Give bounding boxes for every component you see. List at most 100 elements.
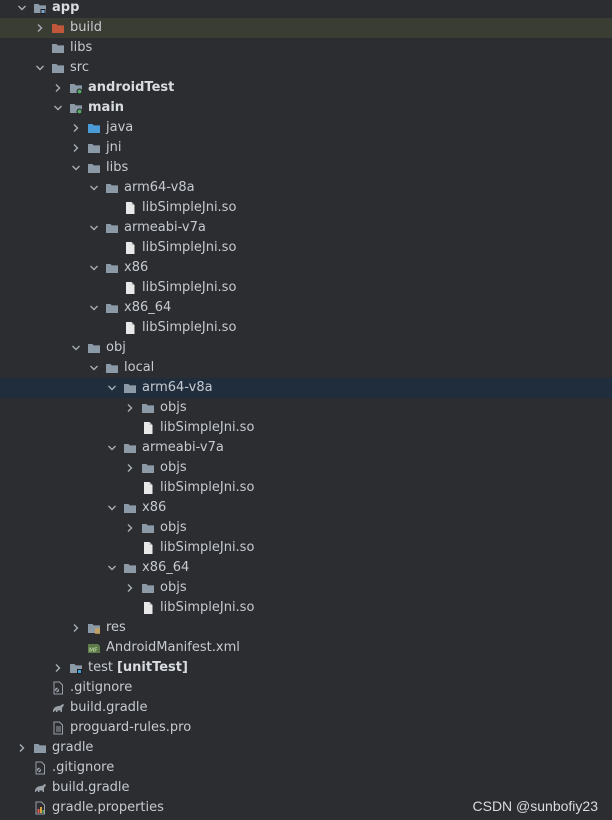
watermark: CSDN @sunbofiy23: [472, 798, 599, 814]
expand-arrow[interactable]: [122, 578, 138, 598]
chevron-down-icon: [72, 345, 80, 351]
file-icon: [140, 540, 156, 556]
tree-row[interactable]: proguard-rules.pro: [0, 718, 612, 738]
tree-row-label: libSimpleJni.so: [160, 480, 255, 495]
collapse-arrow[interactable]: [32, 58, 48, 78]
folder-icon: [122, 380, 138, 396]
folder-icon: [140, 460, 156, 476]
collapse-arrow[interactable]: [68, 338, 84, 358]
collapse-arrow[interactable]: [86, 218, 102, 238]
tree-row[interactable]: x86: [0, 258, 612, 278]
tree-row[interactable]: x86_64: [0, 558, 612, 578]
expand-arrow[interactable]: [68, 138, 84, 158]
folder-icon: [104, 260, 120, 276]
tree-row[interactable]: libs: [0, 158, 612, 178]
source-folder-icon: [86, 120, 102, 136]
tree-row[interactable]: arm64-v8a: [0, 178, 612, 198]
tree-row-label: res: [106, 620, 126, 635]
tree-row[interactable]: src: [0, 58, 612, 78]
chevron-down-icon: [108, 385, 116, 391]
source-set-folder-icon: [68, 80, 84, 96]
expand-arrow[interactable]: [68, 618, 84, 638]
expand-arrow[interactable]: [122, 398, 138, 418]
tree-row[interactable]: x86_64: [0, 298, 612, 318]
tree-row-label: libSimpleJni.so: [160, 540, 255, 555]
expand-arrow[interactable]: [32, 18, 48, 38]
folder-icon: [50, 40, 66, 56]
tree-row[interactable]: libSimpleJni.so: [0, 198, 612, 218]
folder-icon: [86, 160, 102, 176]
tree-row[interactable]: .gitignore: [0, 758, 612, 778]
gitignore-file-icon: [32, 760, 48, 776]
tree-row[interactable]: objs: [0, 578, 612, 598]
chevron-down-icon: [90, 185, 98, 191]
collapse-arrow[interactable]: [86, 178, 102, 198]
folder-icon: [140, 580, 156, 596]
expand-arrow[interactable]: [50, 78, 66, 98]
tree-row[interactable]: x86: [0, 498, 612, 518]
tree-row[interactable]: libSimpleJni.so: [0, 598, 612, 618]
chevron-down-icon: [90, 225, 98, 231]
collapse-arrow[interactable]: [50, 98, 66, 118]
expand-arrow[interactable]: [122, 458, 138, 478]
tree-row[interactable]: objs: [0, 458, 612, 478]
tree-row[interactable]: gradle: [0, 738, 612, 758]
tree-row[interactable]: obj: [0, 338, 612, 358]
tree-row[interactable]: arm64-v8a: [0, 378, 612, 398]
tree-row[interactable]: libSimpleJni.so: [0, 538, 612, 558]
tree-row[interactable]: res: [0, 618, 612, 638]
tree-row[interactable]: armeabi-v7a: [0, 218, 612, 238]
tree-row[interactable]: objs: [0, 518, 612, 538]
tree-row[interactable]: build.gradle: [0, 698, 612, 718]
collapse-arrow[interactable]: [86, 258, 102, 278]
tree-row-label: x86_64: [142, 560, 190, 575]
tree-row-label: AndroidManifest.xml: [106, 640, 240, 655]
tree-row-label: objs: [160, 400, 187, 415]
tree-row[interactable]: gradle.properties: [0, 798, 612, 818]
folder-icon: [86, 340, 102, 356]
expand-arrow[interactable]: [50, 658, 66, 678]
tree-row[interactable]: androidTest: [0, 78, 612, 98]
tree-row[interactable]: test[unitTest]: [0, 658, 612, 678]
tree-row[interactable]: local: [0, 358, 612, 378]
expand-arrow[interactable]: [122, 518, 138, 538]
collapse-arrow[interactable]: [104, 378, 120, 398]
collapse-arrow[interactable]: [86, 358, 102, 378]
tree-row-label: x86: [124, 260, 149, 275]
chevron-down-icon: [90, 365, 98, 371]
collapse-arrow[interactable]: [104, 438, 120, 458]
collapse-arrow[interactable]: [86, 298, 102, 318]
tree-row[interactable]: libSimpleJni.so: [0, 238, 612, 258]
expand-arrow[interactable]: [68, 118, 84, 138]
tree-row-label: build.gradle: [52, 780, 130, 795]
collapse-arrow[interactable]: [104, 498, 120, 518]
tree-row[interactable]: libSimpleJni.so: [0, 278, 612, 298]
tree-row-label: build: [70, 20, 102, 35]
tree-row-label: libSimpleJni.so: [142, 200, 237, 215]
tree-row[interactable]: jni: [0, 138, 612, 158]
module-folder-icon: [32, 0, 48, 16]
tree-row[interactable]: app: [0, 0, 612, 18]
tree-row[interactable]: objs: [0, 398, 612, 418]
tree-row-label: objs: [160, 460, 187, 475]
gradle-file-icon: [32, 780, 48, 796]
expand-arrow[interactable]: [14, 738, 30, 758]
tree-row[interactable]: build: [0, 18, 612, 38]
collapse-arrow[interactable]: [104, 558, 120, 578]
tree-row[interactable]: libSimpleJni.so: [0, 478, 612, 498]
tree-row[interactable]: libSimpleJni.so: [0, 418, 612, 438]
tree-row[interactable]: armeabi-v7a: [0, 438, 612, 458]
chevron-down-icon: [18, 5, 26, 11]
tree-row-label: main: [88, 100, 125, 115]
test-folder-icon: [68, 660, 84, 676]
tree-row[interactable]: libs: [0, 38, 612, 58]
tree-row[interactable]: main: [0, 98, 612, 118]
tree-row[interactable]: java: [0, 118, 612, 138]
folder-icon: [104, 220, 120, 236]
tree-row[interactable]: .gitignore: [0, 678, 612, 698]
tree-row[interactable]: libSimpleJni.so: [0, 318, 612, 338]
collapse-arrow[interactable]: [68, 158, 84, 178]
collapse-arrow[interactable]: [14, 0, 30, 18]
tree-row[interactable]: build.gradle: [0, 778, 612, 798]
